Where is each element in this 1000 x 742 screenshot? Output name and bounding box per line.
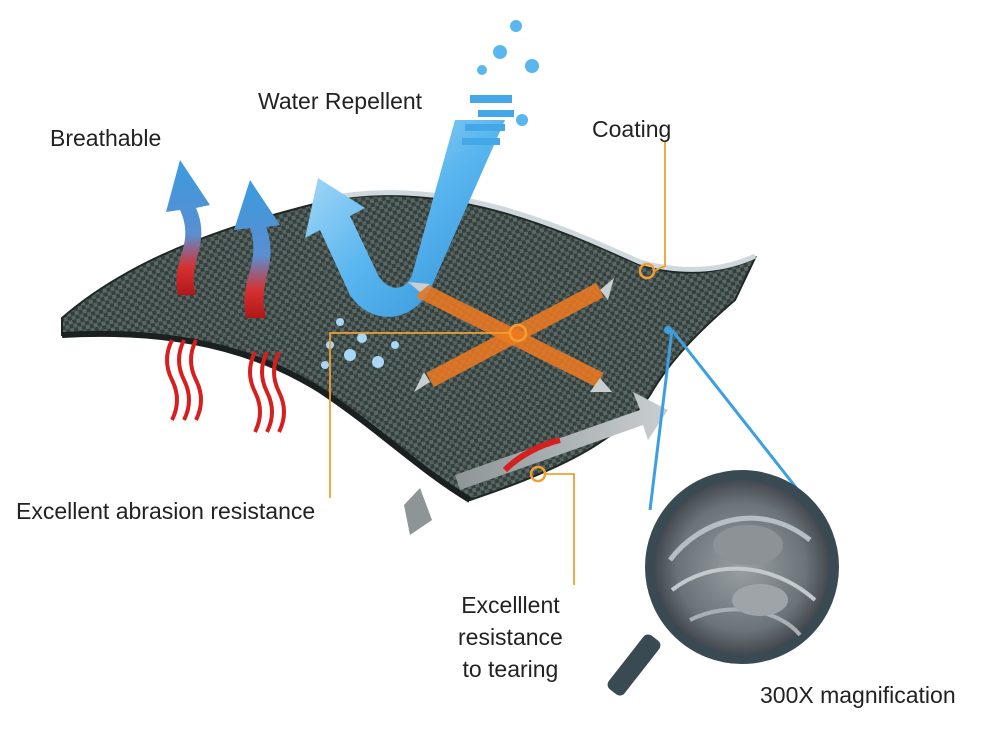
label-abrasion-resistance: Excellent abrasion resistance — [16, 498, 316, 524]
leader-lines — [329, 142, 666, 585]
label-breathable: Breathable — [50, 125, 162, 151]
label-tearing-resistance: Excelllent resistance to tearing — [458, 589, 563, 685]
heat-wave-icon — [165, 339, 286, 433]
label-tearing-line-2: resistance — [458, 624, 563, 650]
breathable-arrow-icon — [166, 160, 280, 318]
label-magnification: 300X magnification — [760, 682, 956, 708]
fabric-sheet — [61, 190, 758, 503]
label-water-repellent: Water Repellent — [258, 88, 423, 114]
label-tearing-line-3: to tearing — [462, 656, 559, 682]
label-tearing-line-1: Excelllent — [461, 592, 560, 618]
label-coating: Coating — [592, 116, 672, 142]
abrasion-burst-icon — [408, 278, 614, 392]
magnifier-icon — [607, 326, 839, 696]
water-drop-icon — [305, 20, 539, 369]
